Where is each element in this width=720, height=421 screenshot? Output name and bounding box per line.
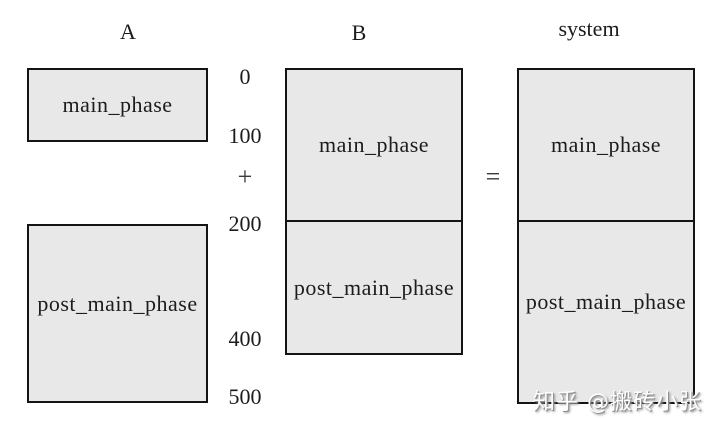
a-main-phase-box: main_phase (27, 68, 208, 142)
column-a-title: A (120, 19, 136, 44)
system-box: main_phase post_main_phase (517, 68, 695, 404)
a-main-phase-label: main_phase (62, 92, 173, 117)
system-post-main-phase-label: post_main_phase (525, 289, 687, 314)
a-post-main-phase-label: post_main_phase (37, 290, 198, 316)
b-main-phase-section: main_phase (287, 70, 461, 222)
scale-tick-200: 200 (228, 211, 262, 236)
column-b-title: B (351, 20, 367, 45)
system-main-phase-label: main_phase (550, 132, 662, 157)
b-post-main-phase-section: post_main_phase (287, 222, 461, 353)
b-box: main_phase post_main_phase (285, 68, 463, 355)
equals-operator: = (485, 162, 501, 191)
column-system-title: system (558, 16, 620, 41)
b-post-main-phase-label: post_main_phase (293, 274, 455, 300)
scale-tick-500: 500 (228, 384, 262, 409)
scale-tick-400: 400 (228, 326, 262, 351)
plus-operator: + (237, 162, 253, 191)
system-main-phase-section: main_phase (519, 70, 693, 222)
system-post-main-phase-section: post_main_phase (519, 222, 693, 402)
watermark: 知乎 @搬砖小张 (533, 390, 702, 415)
scale-tick-0: 0 (239, 64, 251, 89)
a-post-main-phase-box: post_main_phase (27, 224, 208, 403)
b-main-phase-label: main_phase (318, 132, 430, 157)
scale-tick-100: 100 (228, 123, 262, 148)
